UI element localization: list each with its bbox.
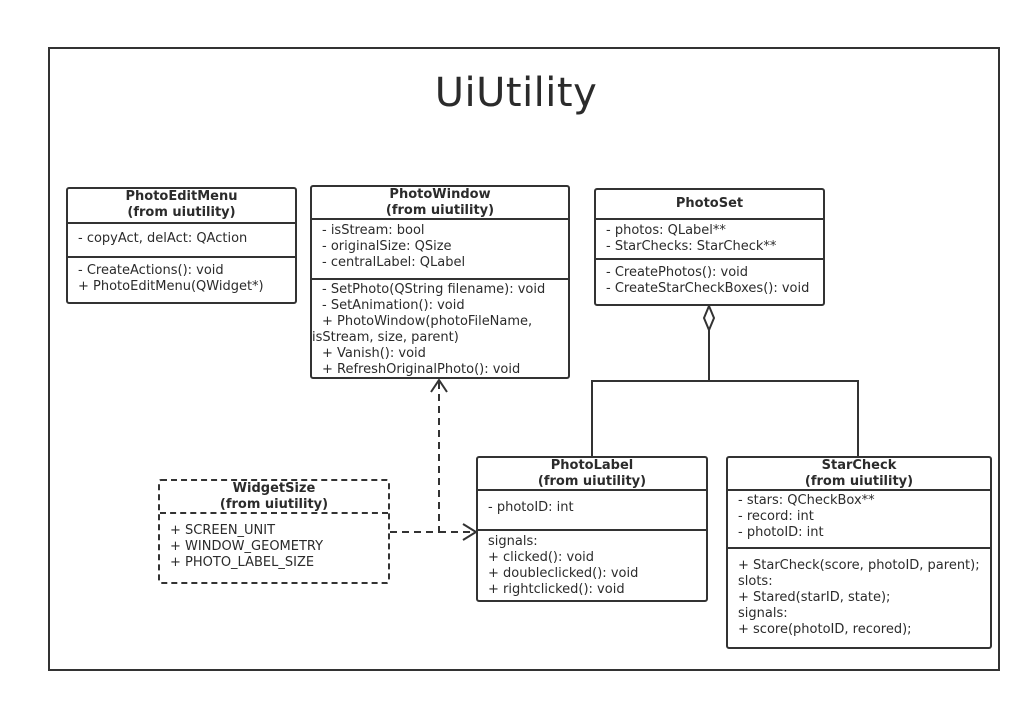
attribute: - photos: QLabel** xyxy=(606,223,726,238)
operations-section: - CreatePhotos(): void - CreateStarCheck… xyxy=(596,260,823,297)
signals-label: signals: xyxy=(738,606,788,621)
class-name: PhotoEditMenu xyxy=(125,189,238,204)
package-frame xyxy=(48,47,1000,671)
class-stereotype: (from uiutility) xyxy=(385,203,495,218)
class-stereotype: (from uiutility) xyxy=(219,497,329,512)
attribute: - centralLabel: QLabel xyxy=(322,255,466,270)
class-photowindow: PhotoWindow (from uiutility) - isStream:… xyxy=(310,185,570,379)
class-stereotype: (from uiutility) xyxy=(537,474,647,489)
operation: - SetPhoto(QString filename): void xyxy=(322,282,546,297)
operation: isStream, size, parent) xyxy=(312,330,459,345)
operation: + RefreshOriginalPhoto(): void xyxy=(322,362,521,377)
operations-section: signals: + clicked(): void + doubleclick… xyxy=(478,531,706,598)
operation: + Vanish(): void xyxy=(322,346,426,361)
class-starcheck: StarCheck (from uiutility) - stars: QChe… xyxy=(726,456,992,649)
attribute: - stars: QCheckBox** xyxy=(738,493,875,508)
class-header: PhotoLabel (from uiutility) xyxy=(478,458,706,491)
operation: + PhotoWindow(photoFileName, xyxy=(322,314,533,329)
attributes-section: - photos: QLabel** - StarChecks: StarChe… xyxy=(596,220,823,260)
operation: - SetAnimation(): void xyxy=(322,298,465,313)
attribute: - photoID: int xyxy=(488,500,574,515)
operation: - CreatePhotos(): void xyxy=(606,265,749,280)
attributes-section: - copyAct, delAct: QAction xyxy=(68,224,295,258)
attribute: + WINDOW_GEOMETRY xyxy=(170,539,324,554)
operation: + rightclicked(): void xyxy=(488,582,625,597)
class-stereotype: (from uiutility) xyxy=(127,205,236,220)
class-header: PhotoSet xyxy=(596,190,823,220)
class-header: PhotoEditMenu (from uiutility) xyxy=(68,189,295,224)
signals-label: signals: xyxy=(488,534,538,549)
operation: + Stared(starID, state); xyxy=(738,590,891,605)
operation: - CreateStarCheckBoxes(): void xyxy=(606,281,810,296)
class-photolabel: PhotoLabel (from uiutility) - photoID: i… xyxy=(476,456,708,602)
class-header: StarCheck (from uiutility) xyxy=(728,458,990,491)
operation: - CreateActions(): void xyxy=(78,263,224,278)
attribute: - StarChecks: StarCheck** xyxy=(606,239,777,254)
class-name: WidgetSize xyxy=(232,481,316,496)
slots-label: slots: xyxy=(738,574,773,589)
class-stereotype: (from uiutility) xyxy=(804,474,914,489)
attribute: - isStream: bool xyxy=(322,223,425,238)
attribute: - copyAct, delAct: QAction xyxy=(78,231,248,246)
class-widgetsize: WidgetSize (from uiutility) + SCREEN_UNI… xyxy=(158,479,390,584)
attribute: + SCREEN_UNIT xyxy=(170,523,276,538)
attribute: + PHOTO_LABEL_SIZE xyxy=(170,555,315,570)
class-header: PhotoWindow (from uiutility) xyxy=(312,187,568,220)
class-name: PhotoLabel xyxy=(550,458,634,473)
attributes-section: - photoID: int xyxy=(478,491,706,531)
operation: + PhotoEditMenu(QWidget*) xyxy=(78,279,264,294)
class-header: WidgetSize (from uiutility) xyxy=(160,481,388,514)
operation: + score(photoID, recored); xyxy=(738,622,912,637)
class-name: StarCheck xyxy=(821,458,897,473)
operation: + doubleclicked(): void xyxy=(488,566,639,581)
operations-section: - CreateActions(): void + PhotoEditMenu(… xyxy=(68,258,295,295)
attribute: - originalSize: QSize xyxy=(322,239,452,254)
attributes-section: + SCREEN_UNIT + WINDOW_GEOMETRY + PHOTO_… xyxy=(160,514,388,571)
class-name: PhotoWindow xyxy=(389,187,491,202)
operations-section: + StarCheck(score, photoID, parent); slo… xyxy=(728,549,990,638)
operations-section: - SetPhoto(QString filename): void - Set… xyxy=(312,280,568,378)
attributes-section: - isStream: bool - originalSize: QSize -… xyxy=(312,220,568,280)
attribute: - photoID: int xyxy=(738,525,824,540)
class-photoeditmenu: PhotoEditMenu (from uiutility) - copyAct… xyxy=(66,187,297,304)
attribute: - record: int xyxy=(738,509,814,524)
diagram-title: UiUtility xyxy=(434,70,598,116)
attributes-section: - stars: QCheckBox** - record: int - pho… xyxy=(728,491,990,549)
class-name: PhotoSet xyxy=(675,196,744,211)
operation: + clicked(): void xyxy=(488,550,595,565)
class-photoset: PhotoSet - photos: QLabel** - StarChecks… xyxy=(594,188,825,306)
operation: + StarCheck(score, photoID, parent); xyxy=(738,558,980,573)
